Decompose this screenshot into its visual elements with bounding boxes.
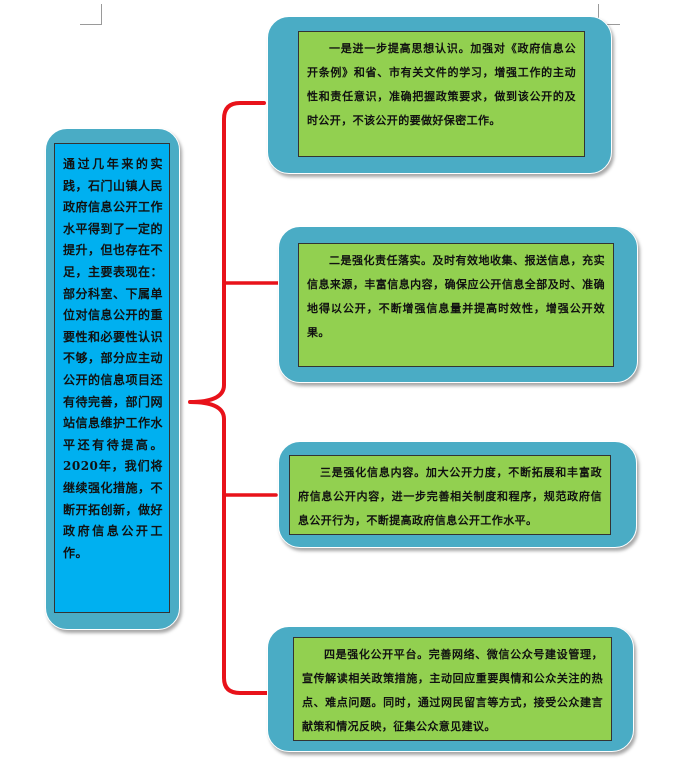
- brace-path: [188, 101, 272, 695]
- summary-box: 通过几年来的实践，石门山镇人民政府信息公开工作水平得到了一定的提升，但也存在不足…: [54, 143, 170, 613]
- measure-box-1: 一是进一步提高思想认识。加强对《政府信息公开条例》和省、市有关文件的学习，增强工…: [298, 31, 585, 157]
- measure-text-4: 四是强化公开平台。完善网络、微信公众号建设管理，宣传解读相关政策措施，主动回应重…: [302, 648, 603, 733]
- measure-box-2: 二是强化责任落实。及时有效地收集、报送信息，充实信息来源，丰富信息内容，确保应公…: [298, 243, 614, 367]
- crop-mark-right-horizontal: [598, 24, 620, 25]
- crop-mark-left-vertical: [101, 4, 102, 24]
- measure-box-4: 四是强化公开平台。完善网络、微信公众号建设管理，宣传解读相关政策措施，主动回应重…: [293, 637, 612, 741]
- measure-text-2: 二是强化责任落实。及时有效地收集、报送信息，充实信息来源，丰富信息内容，确保应公…: [307, 254, 605, 339]
- summary-text: 通过几年来的实践，石门山镇人民政府信息公开工作水平得到了一定的提升，但也存在不足…: [63, 157, 164, 560]
- measure-text-1: 一是进一步提高思想认识。加强对《政府信息公开条例》和省、市有关文件的学习，增强工…: [307, 42, 576, 127]
- measure-box-3: 三是强化信息内容。加大公开力度，不断拓展和丰富政府信息公开内容，进一步完善相关制…: [289, 455, 611, 535]
- crop-mark-left-horizontal: [80, 24, 102, 25]
- crop-mark-right-vertical: [598, 4, 599, 24]
- measure-text-3: 三是强化信息内容。加大公开力度，不断拓展和丰富政府信息公开内容，进一步完善相关制…: [298, 466, 602, 527]
